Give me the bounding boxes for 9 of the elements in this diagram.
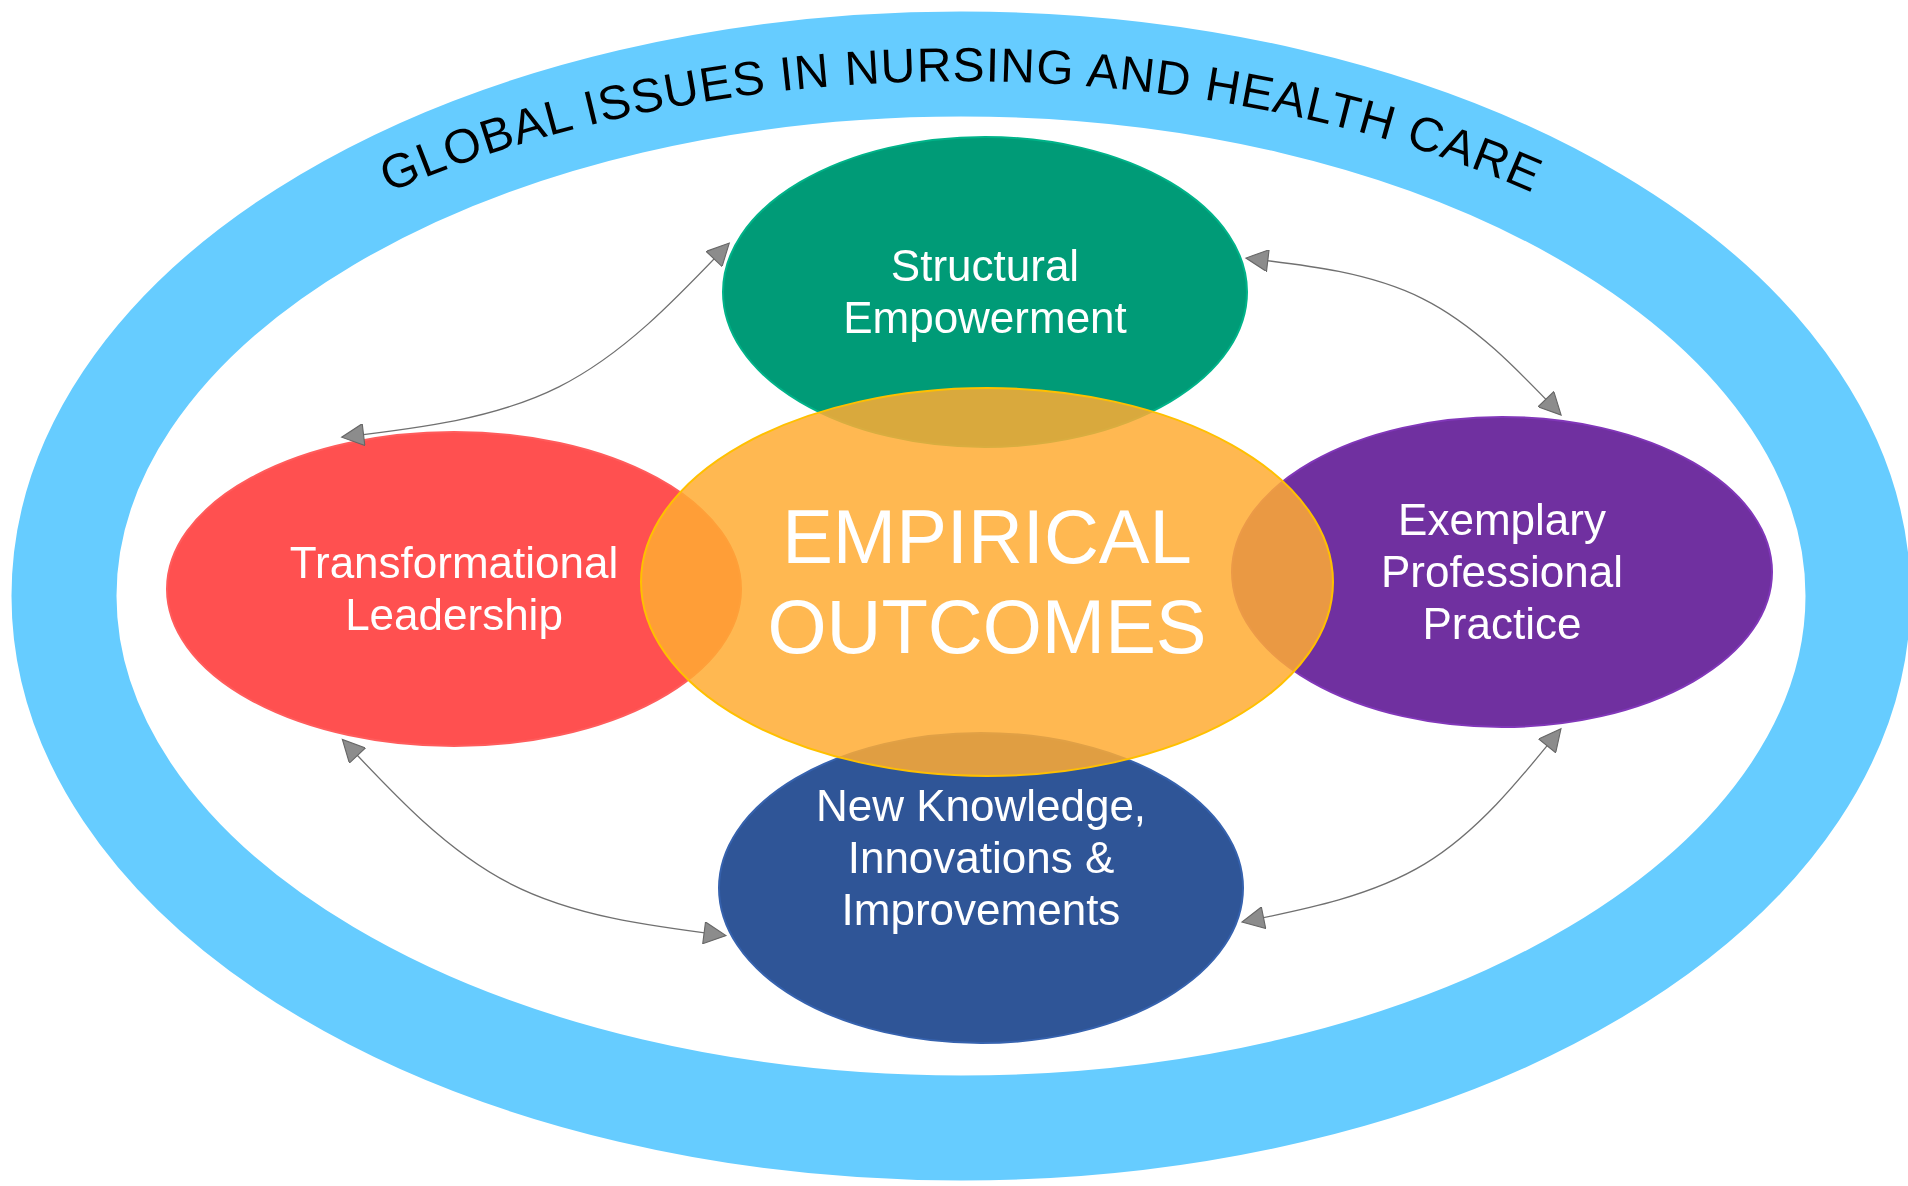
pillar-label: Exemplary Professional Practice bbox=[1379, 494, 1625, 650]
double-arrow bbox=[341, 242, 730, 447]
pillar-label: Transformational Leadership bbox=[288, 537, 620, 641]
pillar-label: New Knowledge, Innovations & Improvements bbox=[814, 780, 1148, 936]
double-arrow bbox=[341, 738, 727, 945]
pillar-label: Structural Empowerment bbox=[842, 240, 1128, 344]
double-arrow bbox=[1245, 249, 1562, 416]
double-arrow bbox=[1241, 728, 1562, 930]
core-label: EMPIRICAL OUTCOMES bbox=[766, 493, 1208, 671]
